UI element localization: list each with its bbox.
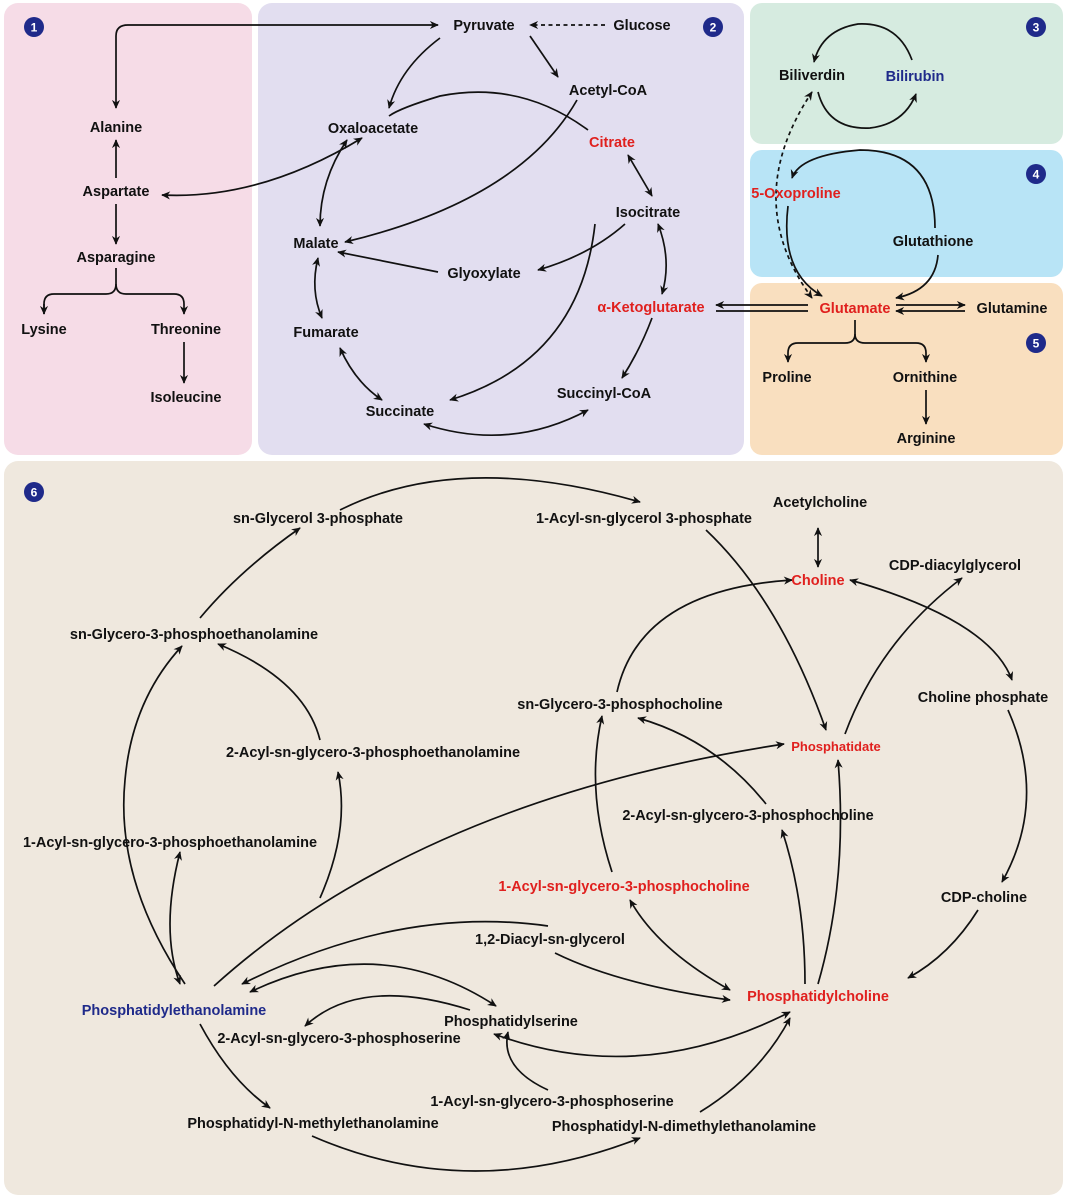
label-glucose: Glucose [613, 18, 670, 34]
label-1-2-diacyl-sn-glycerol: 1,2-Diacyl-sn-glycerol [475, 932, 625, 948]
label-arginine: Arginine [897, 431, 956, 447]
arrows-panels-3-5 [715, 23, 966, 425]
label-2-acyl-sn-glycero-3-phosphoethanolamine: 2-Acyl-sn-glycero-3-phosphoethanolamine [226, 745, 520, 761]
label-succinyl-coa: Succinyl-CoA [557, 386, 652, 402]
label-2-acyl-sn-glycero-3-phosphocholine: 2-Acyl-sn-glycero-3-phosphocholine [622, 808, 873, 824]
label-citrate: Citrate [589, 135, 635, 151]
svg-text:5: 5 [1033, 337, 1040, 351]
label-succinate: Succinate [366, 404, 435, 420]
panel-4-background [750, 150, 1063, 277]
labels: Alanine Aspartate Asparagine Lysine Thre… [21, 18, 1048, 1135]
label-lysine: Lysine [21, 322, 66, 338]
label-ornithine: Ornithine [893, 370, 957, 386]
label-isocitrate: Isocitrate [616, 205, 680, 221]
label-glutamate: Glutamate [820, 301, 891, 317]
label-phosphatidate: Phosphatidate [791, 739, 881, 754]
label-alanine: Alanine [90, 120, 142, 136]
svg-text:6: 6 [31, 486, 38, 500]
panel-badge-3: 3 [1026, 17, 1046, 37]
label-1-acyl-sn-glycero-3-phosphoserine: 1-Acyl-sn-glycero-3-phosphoserine [430, 1094, 673, 1110]
label-sn-glycero-3-phosphoethanolamine: sn-Glycero-3-phosphoethanolamine [70, 627, 318, 643]
panel-5-background [750, 283, 1063, 455]
label-phosphatidylcholine: Phosphatidylcholine [747, 989, 889, 1005]
panel-2-background [258, 3, 744, 455]
svg-text:3: 3 [1033, 21, 1040, 35]
label-5-oxoproline: 5-Oxoproline [751, 186, 840, 202]
label-isoleucine: Isoleucine [151, 390, 222, 406]
label-phosphatidyl-n-methylethanolamine: Phosphatidyl-N-methylethanolamine [187, 1116, 438, 1132]
arrows-panel-1 [39, 20, 439, 384]
label-sn-glycerol-3-phosphate: sn-Glycerol 3-phosphate [233, 511, 403, 527]
label-malate: Malate [293, 236, 338, 252]
label-biliverdin: Biliverdin [779, 68, 845, 84]
panel-badge-2: 2 [703, 17, 723, 37]
label-phosphatidylserine: Phosphatidylserine [444, 1014, 578, 1030]
arrows-panel-2 [161, 20, 669, 436]
label-glutamine: Glutamine [977, 301, 1048, 317]
label-1-acyl-sn-glycerol-3-phosphate: 1-Acyl-sn-glycerol 3-phosphate [536, 511, 752, 527]
label-1-acyl-sn-glycero-3-phosphoethanolamine: 1-Acyl-sn-glycero-3-phosphoethanolamine [23, 835, 317, 851]
label-asparagine: Asparagine [77, 250, 156, 266]
label-acetylcholine: Acetylcholine [773, 495, 867, 511]
label-cdp-choline: CDP-choline [941, 890, 1027, 906]
svg-text:2: 2 [710, 21, 717, 35]
panel-6-background [4, 461, 1063, 1195]
panel-badge-4: 4 [1026, 164, 1046, 184]
arrows-panel-6 [122, 477, 1028, 1172]
label-phosphatidyl-n-dimethylethanolamine: Phosphatidyl-N-dimethylethanolamine [552, 1119, 816, 1135]
label-glutathione: Glutathione [893, 234, 974, 250]
label-oxaloacetate: Oxaloacetate [328, 121, 418, 137]
label-proline: Proline [762, 370, 811, 386]
svg-text:1: 1 [31, 21, 38, 35]
label-phosphatidylethanolamine: Phosphatidylethanolamine [82, 1003, 267, 1019]
label-glyoxylate: Glyoxylate [447, 266, 520, 282]
panel-badge-5: 5 [1026, 333, 1046, 353]
label-threonine: Threonine [151, 322, 221, 338]
label-choline: Choline [791, 573, 844, 589]
label-1-acyl-sn-glycero-3-phosphocholine: 1-Acyl-sn-glycero-3-phosphocholine [498, 879, 749, 895]
panel-1-background [4, 3, 252, 455]
label-cdp-diacylglycerol: CDP-diacylglycerol [889, 558, 1021, 574]
label-sn-glycero-3-phosphocholine: sn-Glycero-3-phosphocholine [517, 697, 722, 713]
label-2-acyl-sn-glycero-3-phosphoserine: 2-Acyl-sn-glycero-3-phosphoserine [217, 1031, 460, 1047]
label-bilirubin: Bilirubin [886, 69, 945, 85]
svg-text:4: 4 [1033, 168, 1040, 182]
panel-badge-1: 1 [24, 17, 44, 37]
label-acetyl-coa: Acetyl-CoA [569, 83, 648, 99]
label-alpha-ketoglutarate: α-Ketoglutarate [597, 300, 704, 316]
panel-badge-6: 6 [24, 482, 44, 502]
label-aspartate: Aspartate [83, 184, 150, 200]
label-pyruvate: Pyruvate [453, 18, 514, 34]
label-choline-phosphate: Choline phosphate [918, 690, 1049, 706]
label-fumarate: Fumarate [293, 325, 358, 341]
